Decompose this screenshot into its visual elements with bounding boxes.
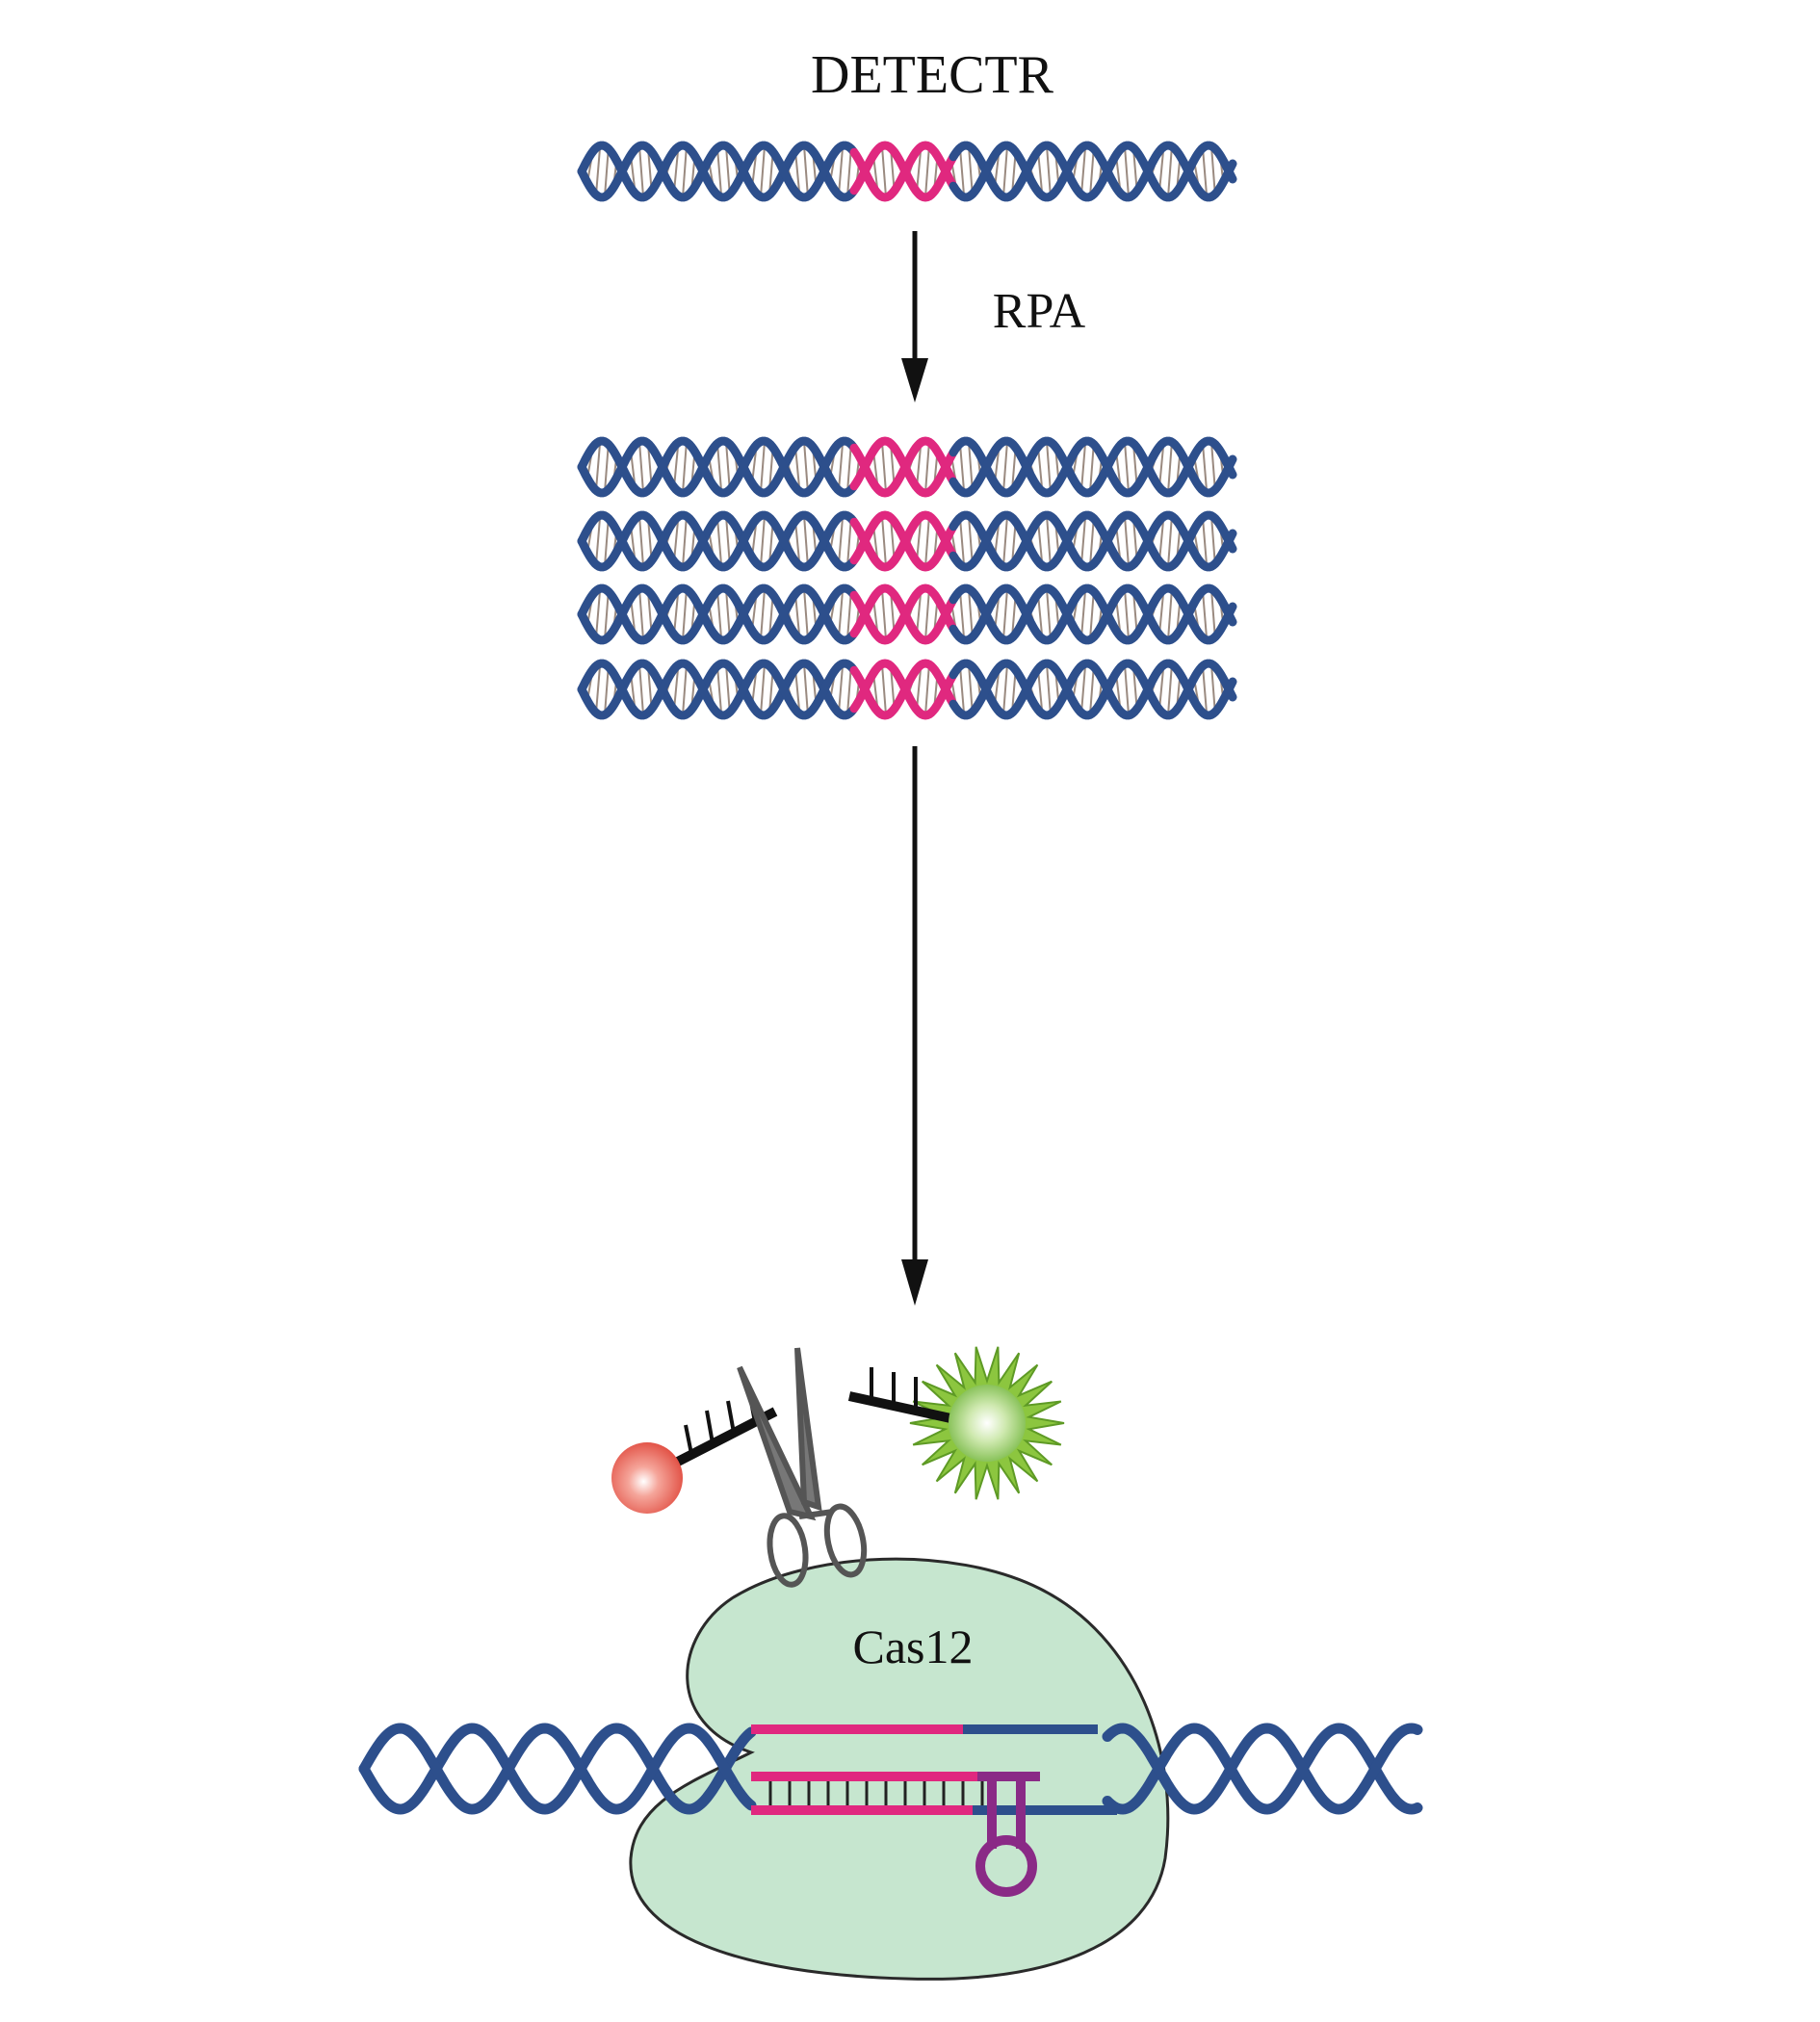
quencher-probe [611, 1390, 778, 1514]
crrna-target-complex [751, 1724, 1117, 1897]
fluorophore-ball-icon [949, 1385, 1026, 1462]
scissors-icon [737, 1347, 868, 1588]
bound-target-dna [358, 1723, 1423, 1815]
amplified-dna-helices [577, 436, 1237, 720]
dna-helix-copy [577, 583, 1237, 645]
dna-helix-copy [577, 436, 1237, 498]
rpa-label: RPA [993, 284, 1086, 339]
rpa-arrow [901, 231, 928, 402]
dna-helix-copy [577, 659, 1237, 720]
detection-arrow [901, 746, 928, 1306]
target-dna-helix [577, 141, 1237, 202]
fluorophore-probe [847, 1346, 1065, 1500]
quencher-ball-icon [611, 1442, 683, 1514]
title-detectr: DETECTR [811, 45, 1054, 105]
dna-helix-copy [577, 510, 1237, 572]
cas12-label: Cas12 [853, 1620, 974, 1673]
